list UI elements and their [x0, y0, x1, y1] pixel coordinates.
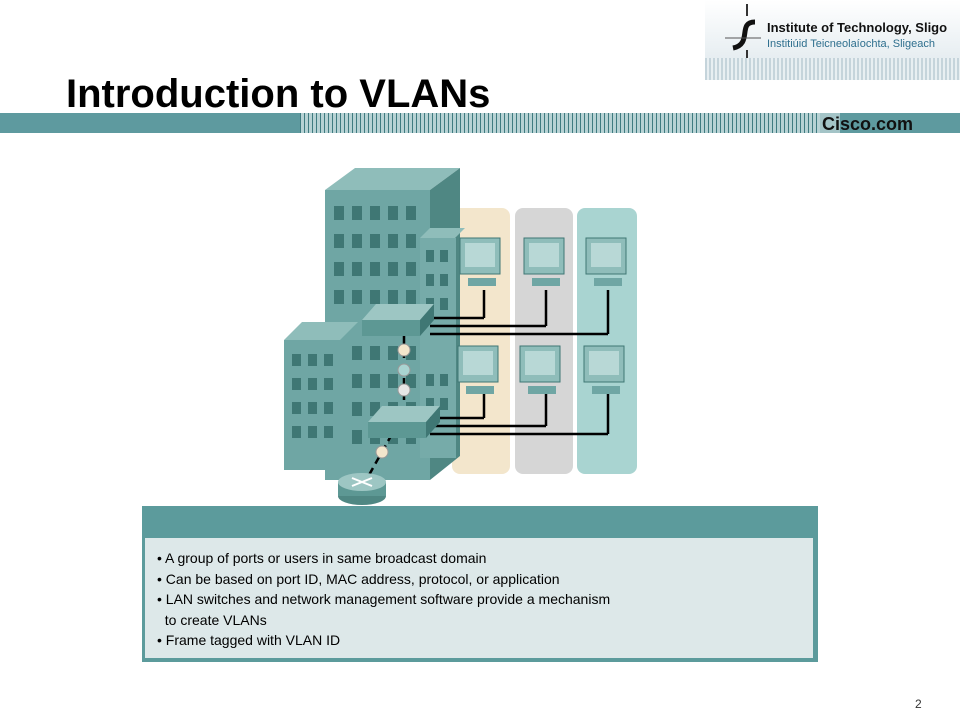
- computer-icon: [519, 345, 561, 394]
- computer-icon: [457, 345, 499, 394]
- bullet-list: • A group of ports or users in same broa…: [145, 538, 813, 651]
- computer-icon: [585, 237, 627, 286]
- logo-text-irish: Institiúid Teicneolaíochta, Sligeach: [767, 38, 935, 50]
- header-bar: [0, 113, 960, 133]
- computer-icon: [583, 345, 625, 394]
- cisco-brand: Cisco.com: [822, 114, 914, 134]
- header-bar-ticks: [300, 113, 820, 133]
- logo-text-english: Institute of Technology, Sligo: [767, 20, 948, 35]
- vlan-diagram: [284, 168, 637, 505]
- sligo-logo-icon: [725, 4, 761, 58]
- computer-icon: [523, 237, 565, 286]
- slide-title: Introduction to VLANs: [66, 72, 491, 116]
- bullet-item: • Frame tagged with VLAN ID: [157, 632, 341, 648]
- page-number: 2: [915, 697, 922, 711]
- computer-icon: [459, 237, 501, 286]
- info-panel-body: • A group of ports or users in same broa…: [145, 538, 813, 658]
- bullet-item: • A group of ports or users in same broa…: [157, 550, 487, 566]
- info-panel: • A group of ports or users in same broa…: [142, 506, 818, 662]
- logo-area: Institute of Technology, Sligo Institiúi…: [705, 0, 960, 80]
- switch-icon: [362, 304, 434, 336]
- switch-icon: [368, 406, 440, 438]
- router-icon: [338, 473, 386, 505]
- bullet-item: • Can be based on port ID, MAC address, …: [157, 570, 560, 587]
- bullet-item: • LAN switches and network management so…: [157, 591, 611, 607]
- building-icon: [284, 322, 358, 470]
- logo-stripe: [705, 58, 960, 80]
- bullet-item: to create VLANs: [157, 611, 267, 628]
